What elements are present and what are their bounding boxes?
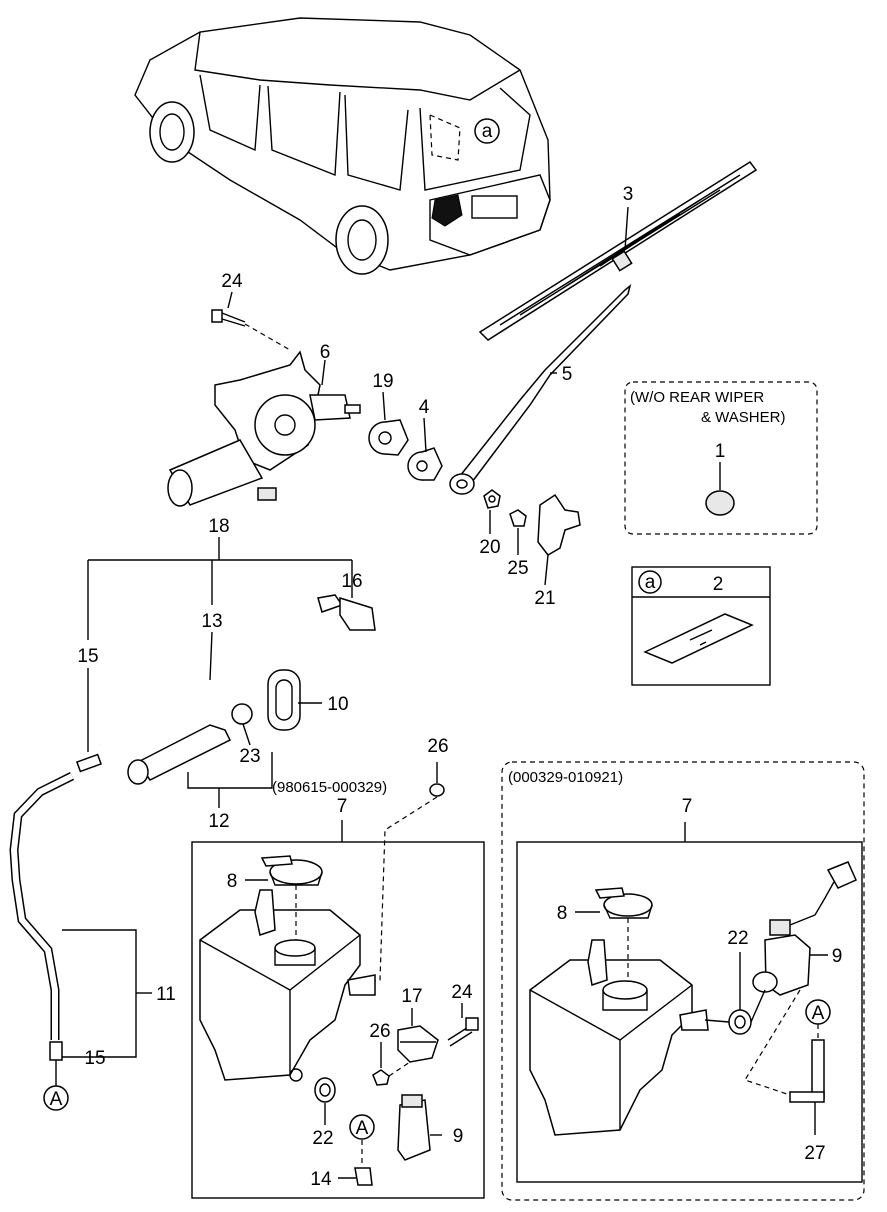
connector-16 <box>317 594 376 631</box>
right-dashed-box <box>501 761 865 1201</box>
nut-25 <box>509 509 527 527</box>
callout-13: 13 <box>201 611 222 632</box>
left-tank <box>199 889 376 1082</box>
bracket-12 <box>187 752 273 789</box>
marker-A-right-text: A <box>812 1003 825 1024</box>
wo-rear-line2: & WASHER) <box>701 409 785 426</box>
left-tank-box <box>191 841 485 1199</box>
callout-5: 5 <box>562 364 573 385</box>
callout-12: 12 <box>208 811 229 832</box>
callout-11: 11 <box>156 984 176 1005</box>
grommet-19 <box>368 419 409 456</box>
callout-19: 19 <box>372 371 393 392</box>
callout-9-left: 9 <box>453 1126 464 1147</box>
bolt-24-top <box>211 309 291 351</box>
callout-26-left: 26 <box>369 1021 390 1042</box>
wiper-blade <box>478 160 758 341</box>
marker-a-car <box>474 118 500 144</box>
leader-23 <box>242 723 251 746</box>
nut-20 <box>483 489 501 509</box>
callout-20: 20 <box>479 537 500 558</box>
callout-1: 1 <box>715 441 726 462</box>
range-left: (980615-000329) <box>272 779 387 796</box>
callout-4: 4 <box>419 397 430 418</box>
callout-7-right: 7 <box>682 796 693 817</box>
bushing-4 <box>407 447 443 481</box>
callout-26-top: 26 <box>427 736 448 757</box>
joint-15-top <box>75 753 103 773</box>
range-right: (000329-010921) <box>508 769 623 786</box>
callout-15-top: 15 <box>77 646 98 667</box>
wiper-motor <box>167 350 361 507</box>
wo-rear-wiper-box: (W/O REAR WIPER & WASHER) <box>624 381 818 535</box>
callout-22-left: 22 <box>312 1128 333 1149</box>
van-illustration: a <box>134 17 551 275</box>
leader-4 <box>423 417 427 453</box>
callout-15-bottom: 15 <box>84 1048 105 1069</box>
callout-17: 17 <box>401 986 422 1007</box>
callout-21: 21 <box>534 588 555 609</box>
callout-6: 6 <box>320 342 331 363</box>
marker-A-right-group: A <box>744 989 831 1103</box>
callout-24-left: 24 <box>451 982 473 1003</box>
grommet-22-left <box>314 1077 336 1103</box>
cap-8-right <box>594 887 653 982</box>
callout-14: 14 <box>310 1169 332 1190</box>
marker-A-mid-text: A <box>356 1118 369 1139</box>
leader-3 <box>624 206 629 251</box>
leader-13 <box>209 631 213 681</box>
label-box-2: a <box>631 566 771 686</box>
right-tank <box>529 939 709 1136</box>
callout-22-right: 22 <box>727 928 748 949</box>
hose-13 <box>99 614 328 747</box>
leader-19 <box>382 391 386 421</box>
callout-8-left: 8 <box>227 871 238 892</box>
marker-A-left-text: A <box>50 1089 63 1110</box>
leader-24a <box>227 291 233 309</box>
grommet-26-top <box>357 783 445 986</box>
right-tank-box <box>516 841 863 1183</box>
wiper-arm <box>449 284 632 495</box>
callout-25: 25 <box>507 558 528 579</box>
marker-a-car-text: a <box>482 121 493 142</box>
hose-11: A <box>9 771 75 1111</box>
cover-21 <box>537 493 581 556</box>
callout-10: 10 <box>327 694 348 715</box>
callout-2: 2 <box>713 574 724 595</box>
leader-21 <box>544 554 549 586</box>
grommet-22-right <box>704 1009 752 1035</box>
pump-9-left <box>397 1094 431 1161</box>
callout-16: 16 <box>341 571 362 592</box>
leader-6 <box>321 359 326 386</box>
callout-numbers: 3 24 6 19 4 5 1 2 18 16 20 25 21 13 15 1… <box>77 184 842 1190</box>
callout-9-right: 9 <box>832 946 843 967</box>
bracket-11 <box>62 929 137 1058</box>
nozzle-12 <box>127 703 253 785</box>
pump-9-right <box>750 861 857 1023</box>
marker-a-box-text: a <box>645 572 656 593</box>
callout-27: 27 <box>804 1143 825 1164</box>
callout-7-left: 7 <box>337 796 348 817</box>
callout-18: 18 <box>208 516 229 537</box>
marker-A-mid-group: A <box>349 1114 375 1186</box>
grommet-10 <box>267 669 301 731</box>
callout-24-top: 24 <box>221 271 243 292</box>
callout-8-right: 8 <box>557 903 568 924</box>
grommet-26-left <box>372 1061 411 1086</box>
cap-8-left <box>260 855 323 940</box>
bolt-24-left <box>447 1017 479 1047</box>
clamp-17 <box>397 1025 439 1063</box>
wo-rear-line1: (W/O REAR WIPER <box>630 389 764 406</box>
bracket-18 <box>87 537 353 640</box>
callout-3: 3 <box>623 184 634 205</box>
callout-23: 23 <box>239 746 260 767</box>
